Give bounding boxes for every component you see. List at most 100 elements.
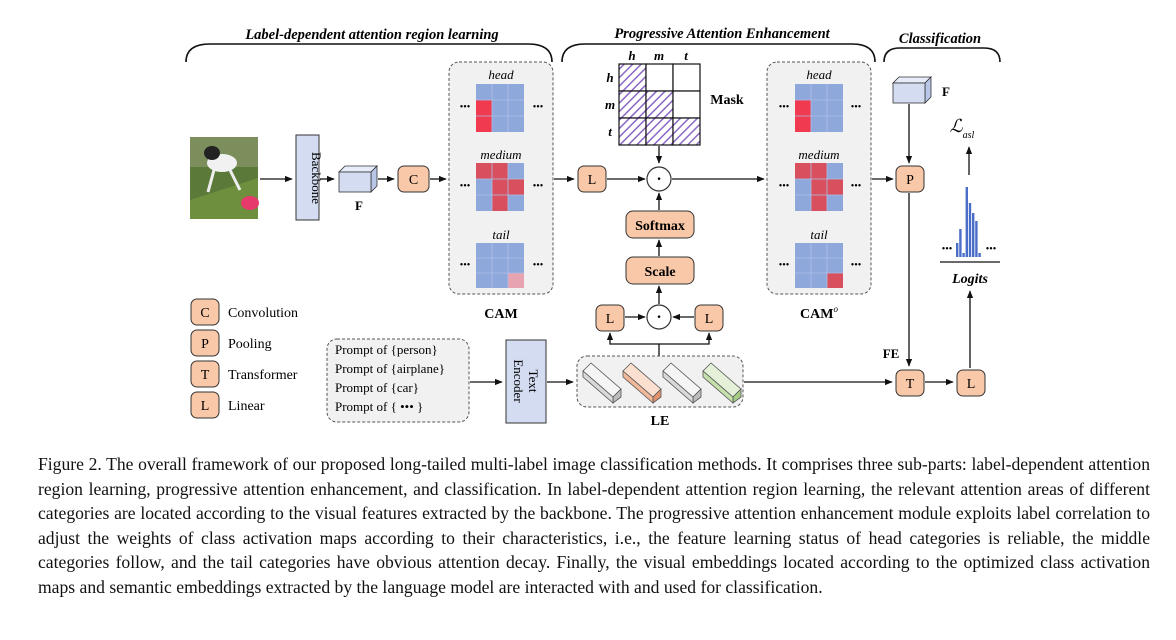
dots: ••• xyxy=(460,260,471,271)
multiply-node xyxy=(646,166,672,192)
mask-row-t: t xyxy=(608,124,612,139)
cam-tail-grid xyxy=(476,243,524,288)
dots: ••• xyxy=(779,102,790,113)
mask-grid xyxy=(618,63,701,146)
embedding-prism-front xyxy=(662,370,694,404)
cam-o-medium-grid xyxy=(795,163,843,211)
logit-bar xyxy=(962,253,965,257)
linear-block xyxy=(694,304,724,332)
prompt-item: Prompt of { ••• } xyxy=(335,399,423,414)
legend-key: T xyxy=(201,368,210,383)
logit-bar xyxy=(956,243,959,257)
transformer-label: T xyxy=(906,377,915,392)
softmax-label: Softmax xyxy=(635,219,685,234)
dots: ••• xyxy=(460,102,471,113)
dots: ••• xyxy=(986,244,997,255)
prompt-item: Prompt of {person} xyxy=(335,342,438,357)
logit-bar xyxy=(965,187,968,257)
linear-label: L xyxy=(606,312,615,327)
pool-block xyxy=(895,165,925,193)
mask-col-m: m xyxy=(654,48,664,63)
label-embedding-prisms xyxy=(582,362,742,404)
dots: ••• xyxy=(942,244,953,255)
cam-o-tail-label: tail xyxy=(810,227,828,242)
dots: ••• xyxy=(851,260,862,271)
section-title-label-dependent: Label-dependent attention region learnin… xyxy=(244,27,498,43)
linear-label: L xyxy=(967,377,976,392)
legend-text: Transformer xyxy=(228,368,298,383)
mask-cell xyxy=(618,63,647,92)
legend-key-box xyxy=(190,298,220,326)
mask-cell xyxy=(672,117,701,146)
mask-title: Mask xyxy=(710,93,744,108)
conv-block xyxy=(397,165,430,193)
text-encoder-label: TextEncoder xyxy=(511,359,541,403)
feature-label: F xyxy=(355,198,363,213)
conv-label: C xyxy=(409,173,418,188)
logit-bar xyxy=(959,229,962,257)
logits-bars xyxy=(956,187,981,257)
mask-cell xyxy=(645,117,674,146)
dots: ••• xyxy=(851,102,862,113)
mask-cell xyxy=(672,63,701,92)
legend-text: Pooling xyxy=(228,337,272,352)
legend-key: C xyxy=(200,306,209,321)
legend-key: P xyxy=(201,337,209,352)
cam-label: CAM xyxy=(484,307,517,322)
backbone-label: Backbone xyxy=(309,152,324,204)
dot-product-symbol: · xyxy=(656,309,661,326)
prompt-item: Prompt of {airplane} xyxy=(335,361,445,376)
cam-o-label: CAMo xyxy=(800,304,838,322)
cam-o-head-label: head xyxy=(806,67,832,82)
softmax-block xyxy=(625,210,695,239)
legend-text: Linear xyxy=(228,399,265,414)
section-title-progressive: Progressive Attention Enhancement xyxy=(614,26,830,42)
mask-row-m: m xyxy=(605,97,615,112)
legend-key-box xyxy=(190,329,220,357)
cam-o-tail-grid xyxy=(795,243,843,288)
linear-label: L xyxy=(588,173,597,188)
mask-cell xyxy=(645,63,674,92)
embedding-prism-front xyxy=(582,370,614,404)
mask-col-t: t xyxy=(684,48,688,63)
cam-o-medium-label: medium xyxy=(798,147,839,162)
transformer-block xyxy=(895,369,925,397)
cam-medium-grid xyxy=(476,163,524,211)
mask-cell xyxy=(618,90,647,119)
input-image xyxy=(190,137,259,219)
linear-block xyxy=(595,304,625,332)
legend-key-box xyxy=(190,391,220,419)
logit-bar xyxy=(978,253,981,257)
linear-block xyxy=(577,165,607,193)
mask-cell xyxy=(645,90,674,119)
dots: ••• xyxy=(533,181,544,192)
dots: ••• xyxy=(533,102,544,113)
brace-label-dependent xyxy=(185,43,553,63)
dot-product-node xyxy=(646,304,672,330)
prompt-item: Prompt of {car} xyxy=(335,380,419,395)
logits-label: Logits xyxy=(951,272,988,287)
embedding-prism-front xyxy=(622,370,654,404)
dots: ••• xyxy=(779,181,790,192)
mask-cell xyxy=(672,90,701,119)
mask-col-h: h xyxy=(628,48,635,63)
dots: ••• xyxy=(533,260,544,271)
figure-caption: Figure 2. The overall framework of our p… xyxy=(38,454,1150,597)
section-title-classification: Classification xyxy=(899,31,981,47)
cam-head-grid xyxy=(476,84,524,132)
legend-key: L xyxy=(201,399,210,414)
scale-label: Scale xyxy=(644,265,675,280)
text-encoder-block xyxy=(505,339,547,424)
legend-key-box xyxy=(190,360,220,388)
linear-block xyxy=(956,369,986,397)
cam-tail-label: tail xyxy=(492,227,510,242)
dots: ••• xyxy=(460,181,471,192)
cam-o-head-grid xyxy=(795,84,843,132)
cam-head-label: head xyxy=(488,67,514,82)
embedding-prism-front xyxy=(702,370,734,404)
legend-text: Convolution xyxy=(228,306,298,321)
loss-symbol: ℒasl xyxy=(950,116,975,141)
cam-medium-label: medium xyxy=(480,147,521,162)
le-label: LE xyxy=(651,414,670,429)
